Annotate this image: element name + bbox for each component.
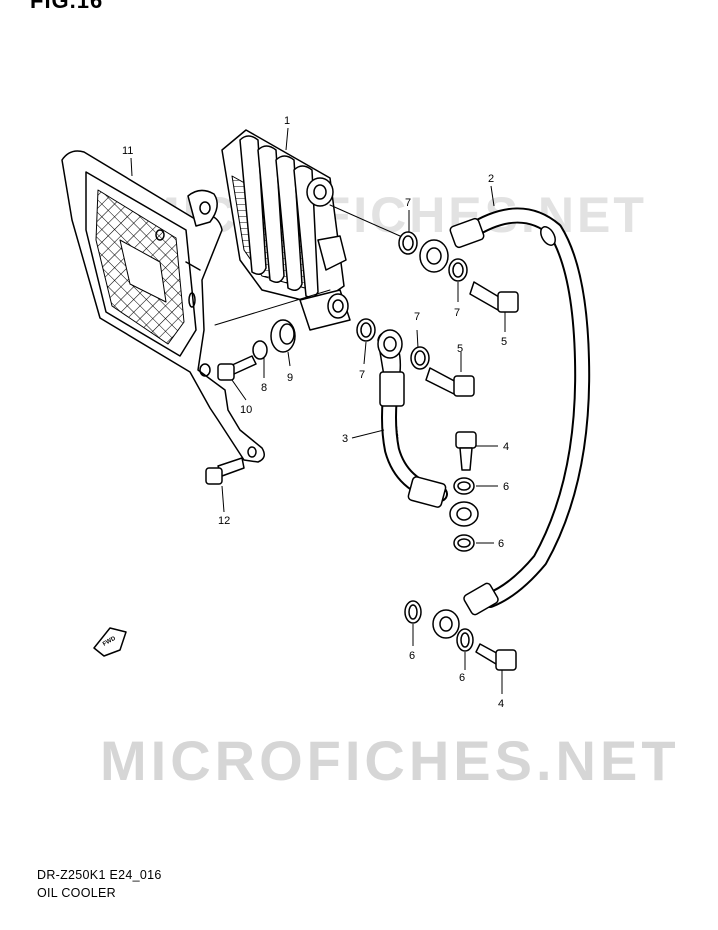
callout-1: 1	[284, 115, 290, 127]
union-bolt-lower	[475, 643, 517, 671]
callout-9: 9	[287, 372, 293, 384]
callout-7: 7	[405, 197, 411, 209]
callout-5: 5	[501, 336, 507, 348]
callout-6: 6	[409, 650, 415, 662]
callout-5: 5	[457, 343, 463, 355]
guard-bolt	[205, 457, 245, 485]
callout-10: 10	[240, 404, 252, 416]
union-bolt-middle	[425, 367, 475, 397]
mount-bolt	[217, 355, 257, 381]
model-code: DR-Z250K1 E24_016	[37, 868, 162, 882]
oil-cooler-guard	[61, 150, 265, 463]
callout-labels: 1 2 3 4 4 5 5 6 6 6 6 7 7 7 7 8 9 10 11 …	[122, 115, 509, 710]
callout-12: 12	[218, 515, 230, 527]
gaskets	[356, 231, 475, 652]
callout-7: 7	[359, 369, 365, 381]
callout-4: 4	[503, 441, 509, 453]
forward-arrow-icon	[93, 627, 127, 657]
oil-cooler-core	[214, 129, 401, 331]
callout-7: 7	[414, 311, 420, 323]
figure-title: FIG.16	[30, 0, 104, 13]
callout-2: 2	[488, 173, 494, 185]
union-bolt-upper	[469, 281, 519, 313]
callout-4: 4	[498, 698, 504, 710]
callout-6: 6	[498, 538, 504, 550]
callout-11: 11	[122, 145, 133, 157]
union-bolt-side	[455, 431, 477, 471]
leader-lines	[130, 127, 506, 694]
callout-6: 6	[503, 481, 509, 493]
oil-hose-short	[377, 329, 479, 527]
watermark-bottom: MICROFICHES.NET	[100, 729, 680, 792]
callout-3: 3	[342, 433, 348, 445]
spacer	[252, 340, 268, 360]
cushion	[270, 319, 296, 353]
callout-7: 7	[454, 307, 460, 319]
callout-6: 6	[459, 672, 465, 684]
oil-hose-long	[419, 207, 591, 639]
callout-8: 8	[261, 382, 267, 394]
figure-name: OIL COOLER	[37, 886, 116, 900]
